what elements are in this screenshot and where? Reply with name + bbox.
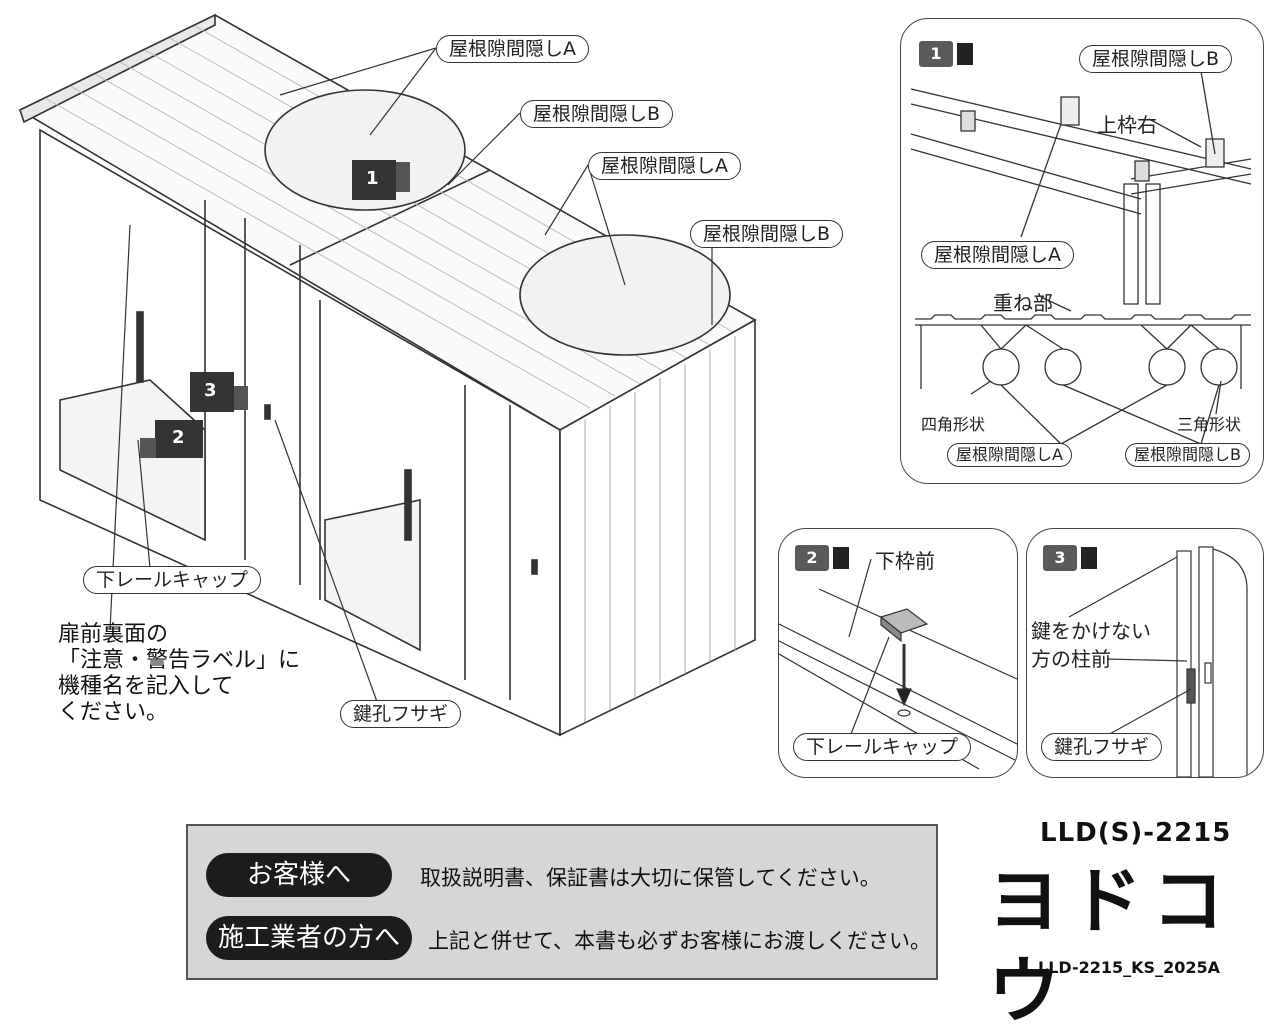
brand-logo: ヨドコウ bbox=[988, 859, 1235, 1033]
panel2-step-badge: 2 bbox=[795, 545, 829, 571]
callout-2: 2 bbox=[172, 427, 185, 448]
panel3-camera-icon bbox=[1081, 547, 1097, 569]
panel2-label-lower-rail-cap: 下レールキャップ bbox=[793, 733, 972, 761]
detail-panel-3: 3 鍵をかけない 方の柱前 鍵孔フサギ bbox=[1026, 528, 1264, 778]
label-roof-gap-a-2: 屋根隙間隠しA bbox=[588, 152, 741, 180]
document-code: LLD-2215_KS_2025A bbox=[1038, 958, 1220, 977]
panel2-label-lower-frame-front: 下枠前 bbox=[875, 549, 935, 573]
panel1-label-roof-gap-b-bottom: 屋根隙間隠しB bbox=[1125, 443, 1250, 467]
shed-illustration bbox=[18, 13, 757, 737]
info-box: お客様へ 取扱説明書、保証書は大切に保管してください。 施工業者の方へ 上記と併… bbox=[186, 824, 938, 980]
installer-text: 上記と併せて、本書も必ずお客様にお渡しください。 bbox=[428, 929, 931, 953]
panel1-label-triangle-shape: 三角形状 bbox=[1177, 415, 1242, 434]
panel2-camera-icon bbox=[833, 547, 849, 569]
detail-panel-1: 1 屋根隙間隠しB 上枠右 屋根隙間隠しA 重ね部 四角形状 三角形状 屋根隙間… bbox=[900, 18, 1264, 484]
label-key-hole-cover: 鍵孔フサギ bbox=[340, 700, 462, 728]
panel1-label-roof-gap-b: 屋根隙間隠しB bbox=[1079, 45, 1233, 73]
customer-text: 取扱説明書、保証書は大切に保管してください。 bbox=[420, 866, 881, 890]
panel1-label-overlap: 重ね部 bbox=[993, 291, 1053, 315]
label-note: 扉前裏面の 「注意・警告ラベル」に 機種名を記入して ください。 bbox=[58, 622, 301, 725]
panel1-label-roof-gap-a-bottom: 屋根隙間隠しA bbox=[947, 443, 1072, 467]
label-roof-gap-b-1: 屋根隙間隠しB bbox=[520, 100, 674, 128]
model-number: LLD(S)-2215 bbox=[1040, 818, 1232, 848]
callout-1: 1 bbox=[366, 168, 379, 189]
installer-label: 施工業者の方へ bbox=[206, 916, 412, 960]
panel3-label-pillar-note: 鍵をかけない 方の柱前 bbox=[1031, 619, 1151, 671]
panel1-label-roof-gap-a: 屋根隙間隠しA bbox=[921, 241, 1074, 269]
detail-panel-2: 2 下枠前 下レールキャップ bbox=[778, 528, 1018, 778]
label-roof-gap-b-2: 屋根隙間隠しB bbox=[690, 220, 844, 248]
callout-3: 3 bbox=[204, 380, 217, 401]
panel3-step-badge: 3 bbox=[1043, 545, 1077, 571]
customer-label: お客様へ bbox=[206, 853, 392, 897]
panel1-camera-icon bbox=[957, 43, 973, 65]
panel1-illustration bbox=[910, 70, 1252, 445]
panel1-label-square-shape: 四角形状 bbox=[921, 415, 986, 434]
label-lower-rail-cap: 下レールキャップ bbox=[83, 566, 262, 594]
panel1-step-badge: 1 bbox=[919, 41, 953, 67]
panel3-label-key-hole-cover: 鍵孔フサギ bbox=[1041, 733, 1163, 761]
label-roof-gap-a-1: 屋根隙間隠しA bbox=[436, 35, 589, 63]
panel1-label-upper-frame-right: 上枠右 bbox=[1097, 113, 1157, 137]
panel3-illustration bbox=[1068, 546, 1248, 777]
